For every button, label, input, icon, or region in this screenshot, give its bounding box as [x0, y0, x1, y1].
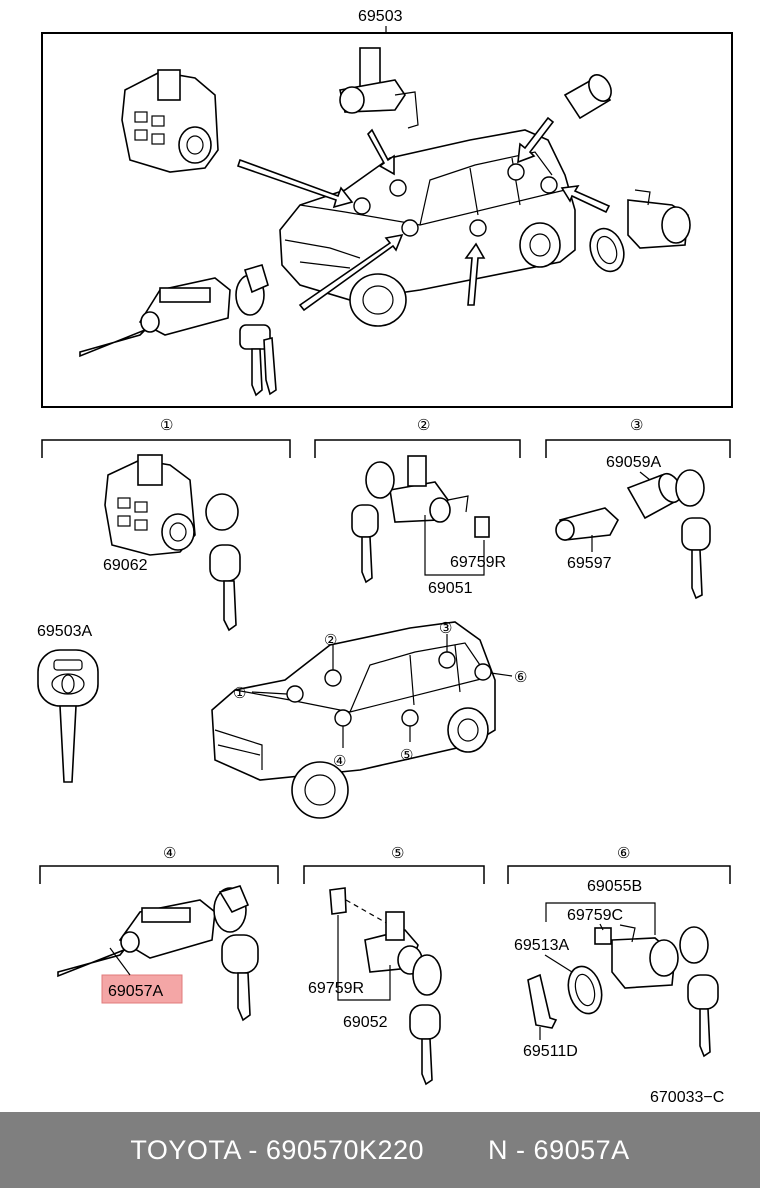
- part-label-69759R-lower: 69759R: [308, 980, 364, 997]
- footer-bar: [0, 1112, 760, 1188]
- group-3-marker: ③: [630, 417, 643, 434]
- footer-separator-2: -: [508, 1135, 534, 1165]
- callout-4: ④: [333, 753, 346, 770]
- center-vehicle-illustration: [211, 621, 513, 819]
- callout-1: ①: [233, 685, 246, 702]
- key-69503A: 69503A: [37, 623, 99, 783]
- part-label-69513A: 69513A: [514, 937, 569, 954]
- top-part-label: 69503: [358, 8, 403, 25]
- back-door-lock-assembly: [527, 924, 719, 1058]
- part-label-69059A: 69059A: [606, 454, 661, 471]
- group-6: ⑥ 69055B 69759C 69513A 69511D: [507, 845, 731, 1060]
- part-label-69052: 69052: [343, 1014, 388, 1031]
- callout-6: ⑥: [514, 669, 527, 686]
- top-ignition-switch: [121, 69, 219, 173]
- group-6-marker: ⑥: [617, 845, 630, 862]
- part-label-69759C: 69759C: [567, 907, 623, 924]
- top-back-door-lock: [589, 189, 691, 273]
- group-3: ③ 69059A 69597: [545, 417, 731, 600]
- callout-2: ②: [324, 632, 337, 649]
- door-lock-cylinder-left: [351, 455, 490, 584]
- part-label-69511D: 69511D: [523, 1043, 578, 1060]
- back-door-cylinder: [555, 469, 711, 600]
- group-2: ② 69759R 69051: [314, 417, 521, 597]
- top-door-lock: [339, 47, 419, 129]
- callout-3: ③: [439, 620, 452, 637]
- part-label-69062: 69062: [103, 557, 148, 574]
- footer-separator-1: -: [240, 1135, 266, 1165]
- callout-5: ⑤: [400, 747, 413, 764]
- footer-ref-code: 69057A: [533, 1135, 630, 1165]
- group-5: ⑤ 69759R 69052: [303, 845, 485, 1086]
- part-label-69503A: 69503A: [37, 623, 92, 640]
- vehicle-callouts: ① ② ③ ④ ⑤ ⑥: [233, 620, 527, 770]
- ignition-switch-assembly: [104, 454, 241, 632]
- group-2-marker: ②: [417, 417, 430, 434]
- parts-diagram: 69503: [37, 8, 733, 1106]
- footer-brand: TOYOTA: [130, 1135, 241, 1165]
- highlight-box[interactable]: [101, 974, 183, 1004]
- part-label-69055B: 69055B: [587, 878, 642, 895]
- group-1: ① 69062: [41, 417, 291, 632]
- top-ignition-cylinder-keys: [79, 264, 277, 397]
- group-1-marker: ①: [160, 417, 173, 434]
- top-arrows: [236, 116, 611, 312]
- group-4-marker: ④: [163, 845, 176, 862]
- footer-gap: [424, 1135, 488, 1165]
- door-lock-cylinder-right: [329, 887, 442, 1086]
- top-panel-frame: [41, 32, 733, 408]
- part-label-69597: 69597: [567, 555, 612, 572]
- top-vehicle-illustration: [279, 129, 576, 327]
- footer-caption: TOYOTA - 690570K220 N - 69057A: [0, 1135, 760, 1166]
- part-label-69057A: 69057A: [108, 983, 163, 1000]
- footer-ref-prefix: N: [488, 1135, 509, 1165]
- part-label-69051: 69051: [428, 580, 473, 597]
- drawing-code: 670033−C: [650, 1089, 724, 1106]
- group-4: ④ 69057A: [39, 845, 279, 1022]
- footer-part-number: 690570K220: [265, 1135, 425, 1165]
- top-cylinder: [563, 74, 612, 120]
- group-5-marker: ⑤: [391, 845, 404, 862]
- part-label-69759R-upper: 69759R: [450, 554, 506, 571]
- ignition-cylinder-keys: [57, 885, 259, 1022]
